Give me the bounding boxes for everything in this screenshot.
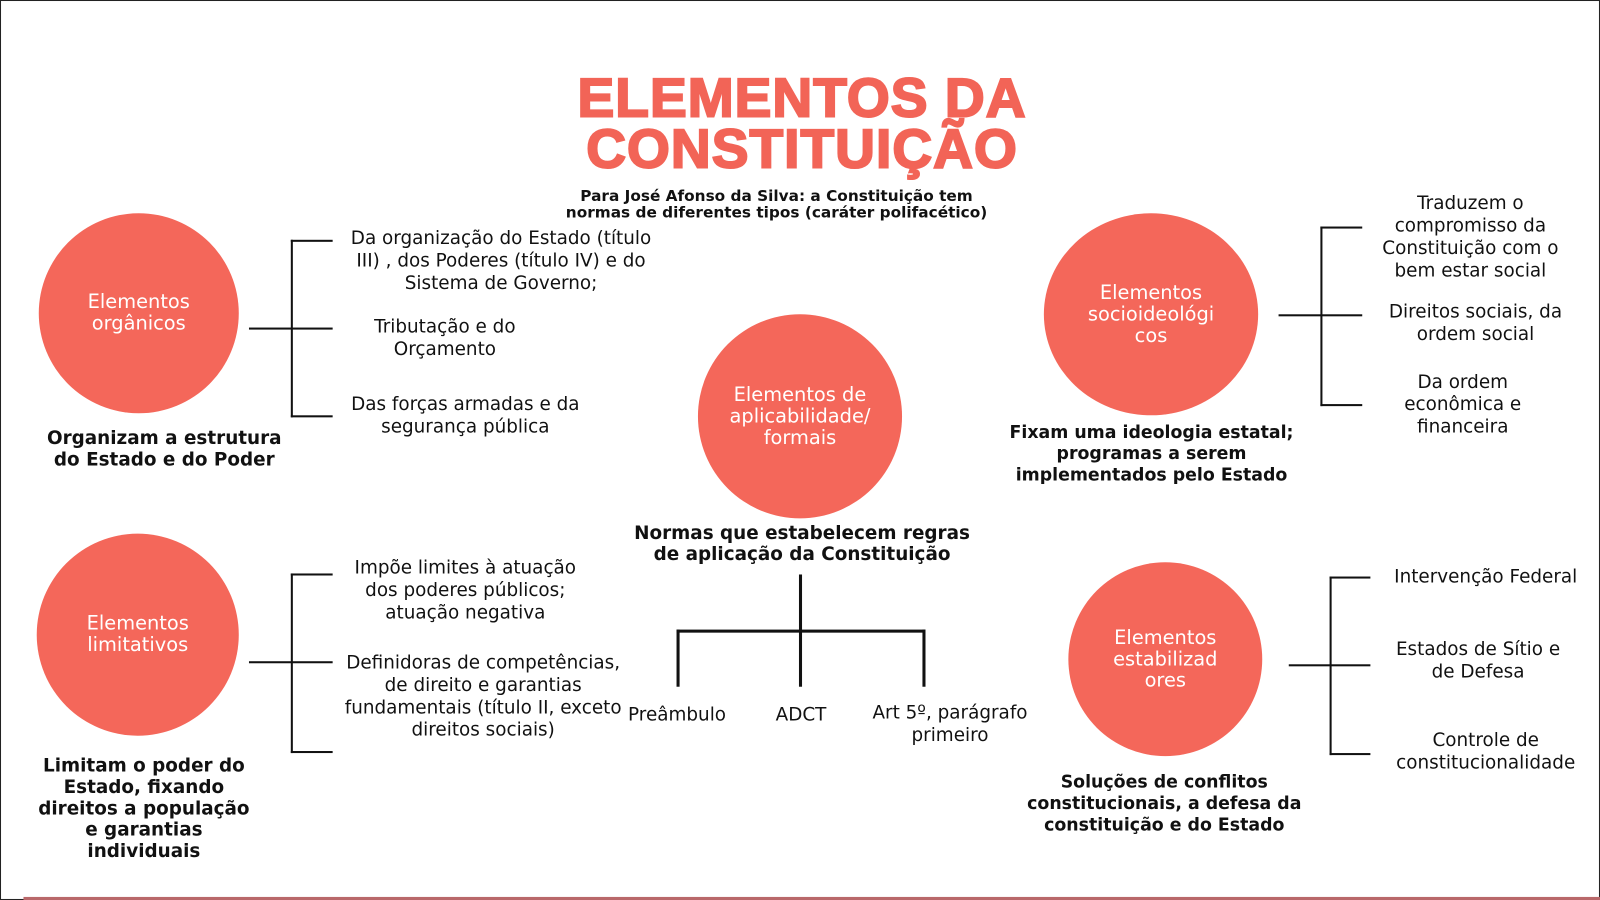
circle-label: Elementos estabilizad ores <box>1113 626 1218 692</box>
circle-label: Elementos de aplicabilidade/ formais <box>729 383 871 449</box>
connector <box>1329 753 1371 756</box>
circle-limitativos: Elementos limitativos <box>36 533 239 736</box>
bottom-divider <box>23 896 1600 900</box>
estabilizadores-item: Intervenção Federal <box>1394 566 1578 588</box>
circle-label: Elementos socioideológi cos <box>1087 281 1215 347</box>
organicos-item: Tributação e do Orçamento <box>374 316 516 361</box>
socioideologicos-item: Direitos sociais, da ordem social <box>1388 301 1563 345</box>
socioideologicos-description: Fixam uma ideologia estatal; programas a… <box>1009 422 1294 486</box>
estabilizadores-item: Estados de Sítio e de Defesa <box>1395 638 1561 683</box>
page-title: ELEMENTOS DA CONSTITUIÇÃO <box>576 67 1027 180</box>
circle-formais: Elementos de aplicabilidade/ formais <box>697 314 903 519</box>
socioideologicos-item: Traduzem o compromisso da Constituição c… <box>1382 192 1559 282</box>
connector <box>248 661 333 664</box>
connector <box>1320 226 1363 229</box>
connector <box>1320 404 1363 407</box>
circle-organicos: Elementos orgânicos <box>38 213 239 414</box>
subtitle: Para José Afonso da Silva: a Constituiçã… <box>565 186 988 222</box>
connector <box>290 573 333 576</box>
circle-estabilizadores: Elementos estabilizad ores <box>1068 562 1263 757</box>
connector <box>1320 226 1323 407</box>
circle-label: Elementos limitativos <box>86 612 189 657</box>
circle-socioideologicos: Elementos socioideológi cos <box>1043 213 1259 416</box>
limitativos-item: Impõe limites à atuação dos poderes públ… <box>354 557 577 624</box>
formais-description: Normas que estabelecem regras de aplicaç… <box>634 522 970 566</box>
formais-item: ADCT <box>775 704 827 726</box>
connector <box>290 239 293 418</box>
connector <box>290 415 333 418</box>
circle-label: Elementos orgânicos <box>87 290 190 335</box>
limitativos-description: Limitam o poder do Estado, fixando direi… <box>38 755 250 863</box>
connector <box>1288 664 1371 667</box>
connector <box>1278 314 1363 317</box>
connector <box>1329 576 1332 756</box>
estabilizadores-description: Soluções de conflitos constitucionais, a… <box>1027 772 1302 836</box>
connector <box>676 629 680 687</box>
connector <box>922 629 926 687</box>
organicos-item: Das forças armadas e da segurança públic… <box>351 393 580 438</box>
connector <box>1329 576 1371 579</box>
limitativos-item: Definidoras de competências, de direito … <box>344 652 622 741</box>
formais-item: Preâmbulo <box>628 704 727 726</box>
organicos-item: Da organização do Estado (título III) , … <box>350 227 652 294</box>
socioideologicos-item: Da ordem econômica e financeira <box>1404 371 1522 438</box>
connector <box>676 629 926 633</box>
connector <box>290 239 333 242</box>
organicos-description: Organizam a estrutura do Estado e do Pod… <box>46 427 282 471</box>
connector <box>290 573 293 754</box>
estabilizadores-item: Controle de constitucionalidade <box>1396 729 1576 774</box>
connector <box>248 327 333 330</box>
connector <box>290 751 333 754</box>
formais-item: Art 5º, parágrafo primeiro <box>872 702 1028 746</box>
